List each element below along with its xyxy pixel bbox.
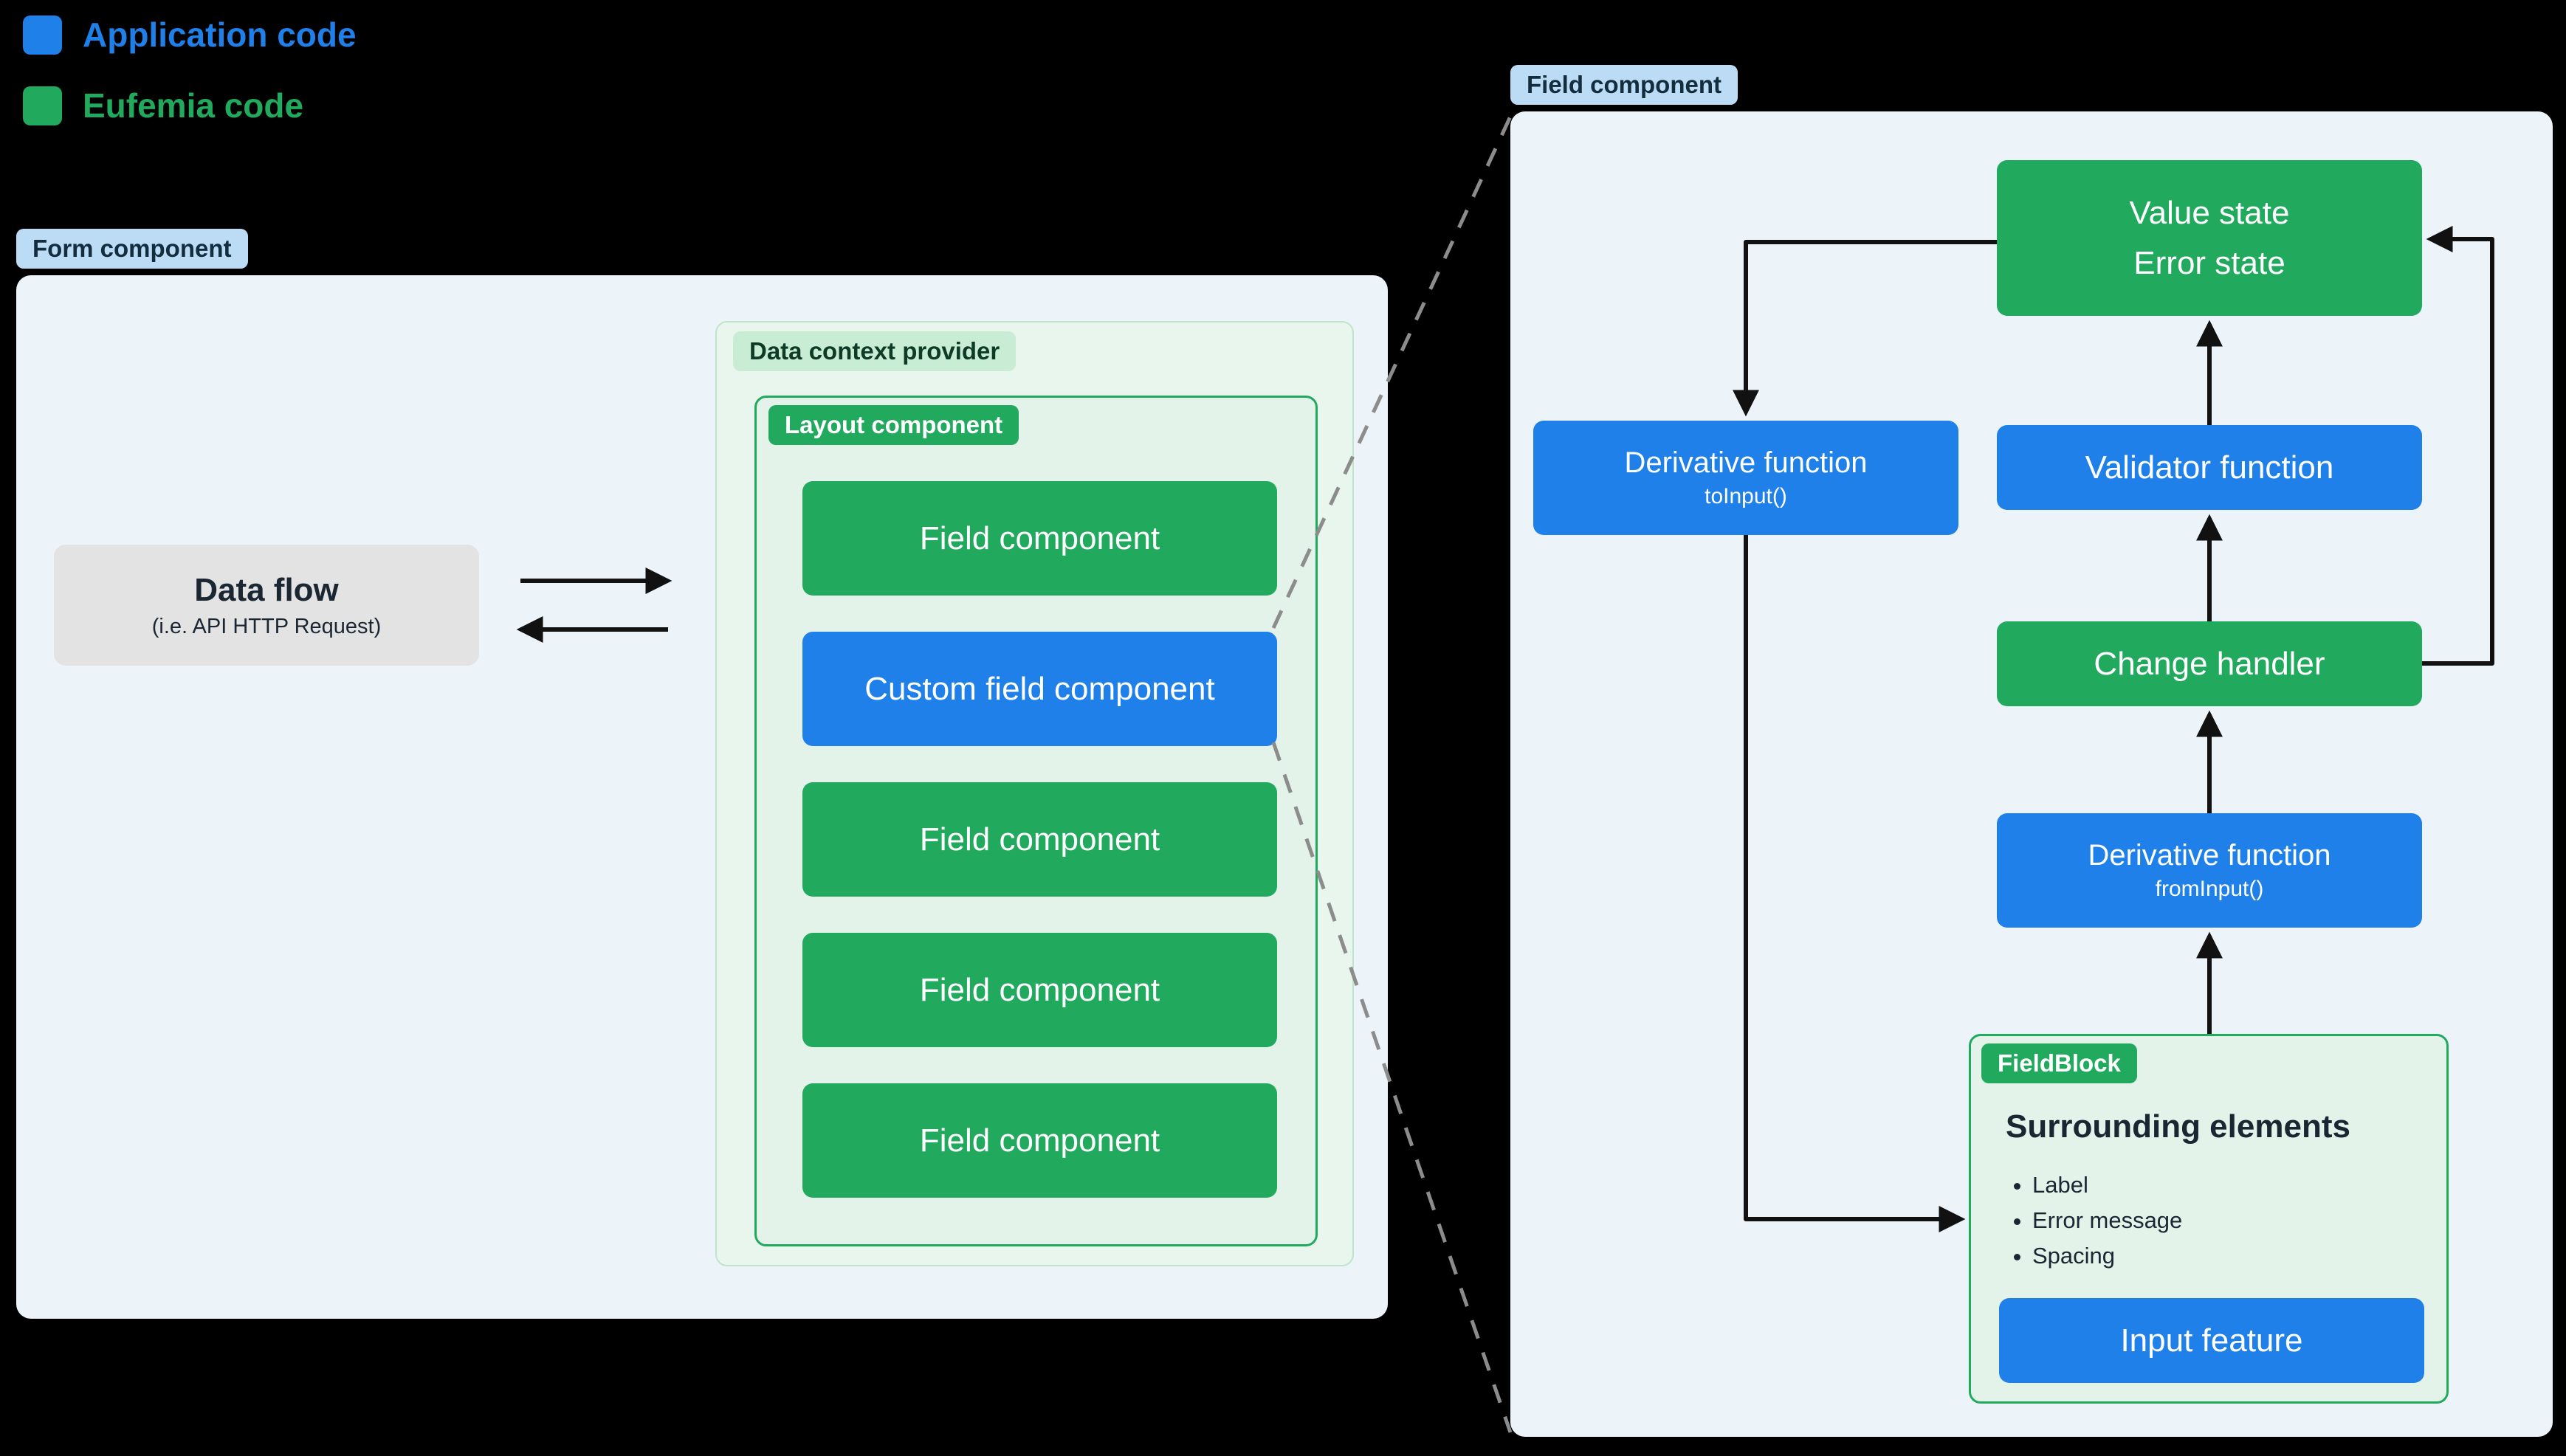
derivative-function-frominput-box: Derivative function fromInput() — [1997, 813, 2422, 928]
legend-item-eufemia-code: Eufemia code — [23, 86, 357, 125]
custom-field-component-box: Custom field component — [802, 632, 1277, 746]
eufemia-code-swatch-icon — [23, 86, 62, 125]
error-state-line2: Error state — [2133, 244, 2285, 281]
change-handler-box: Change handler — [1997, 621, 2422, 706]
node-subtitle: fromInput() — [2155, 877, 2264, 901]
list-item: Spacing — [2032, 1238, 2182, 1274]
field-component-label: Field component — [1510, 65, 1738, 105]
surrounding-elements-list: Label Error message Spacing — [2006, 1167, 2182, 1274]
node-title: Derivative function — [2088, 839, 2331, 872]
derivative-function-toinput-box: Derivative function toInput() — [1533, 421, 1958, 535]
legend: Application code Eufemia code — [23, 15, 357, 125]
node-subtitle: toInput() — [1705, 484, 1787, 508]
arrow-changehandler-to-valuestate — [2422, 226, 2494, 666]
list-item: Label — [2032, 1167, 2182, 1203]
field-stack: Field component Custom field component F… — [802, 481, 1277, 1198]
field-component-box: Field component — [802, 782, 1277, 897]
field-component-box: Field component — [802, 1083, 1277, 1198]
legend-label: Eufemia code — [83, 86, 304, 125]
surrounding-elements-heading: Surrounding elements — [2006, 1108, 2350, 1145]
application-code-swatch-icon — [23, 15, 62, 55]
input-feature-box: Input feature — [1999, 1298, 2424, 1383]
data-flow-box: Data flow (i.e. API HTTP Request) — [54, 545, 479, 666]
form-component-label: Form component — [16, 229, 248, 269]
data-context-provider-label: Data context provider — [733, 331, 1017, 371]
value-state-box: Value state Error state — [1997, 160, 2422, 316]
field-component-panel: Value state Error state Derivative funct… — [1510, 111, 2553, 1437]
fieldblock-label: FieldBlock — [1981, 1043, 2137, 1083]
layout-component-label: Layout component — [768, 405, 1019, 445]
validator-function-box: Validator function — [1997, 425, 2422, 510]
list-item: Error message — [2032, 1203, 2182, 1238]
fieldblock-box: FieldBlock Surrounding elements Label Er… — [1969, 1034, 2449, 1404]
form-component-panel: Data flow (i.e. API HTTP Request) Data c… — [16, 275, 1388, 1319]
node-title: Derivative function — [1624, 446, 1868, 479]
field-component-box: Field component — [802, 481, 1277, 596]
arrow-toinput-to-fieldblock — [1744, 535, 1966, 1232]
value-state-line1: Value state — [2129, 194, 2290, 231]
data-flow-subtitle: (i.e. API HTTP Request) — [151, 614, 382, 638]
data-flow-title: Data flow — [194, 571, 339, 608]
data-context-provider-box: Data context provider Layout component F… — [715, 321, 1354, 1266]
layout-component-box: Layout component Field component Custom … — [754, 396, 1318, 1246]
legend-item-application-code: Application code — [23, 15, 357, 55]
field-component-box: Field component — [802, 933, 1277, 1047]
arrow-valuestate-to-toinput — [1733, 240, 1997, 417]
legend-label: Application code — [83, 15, 357, 54]
